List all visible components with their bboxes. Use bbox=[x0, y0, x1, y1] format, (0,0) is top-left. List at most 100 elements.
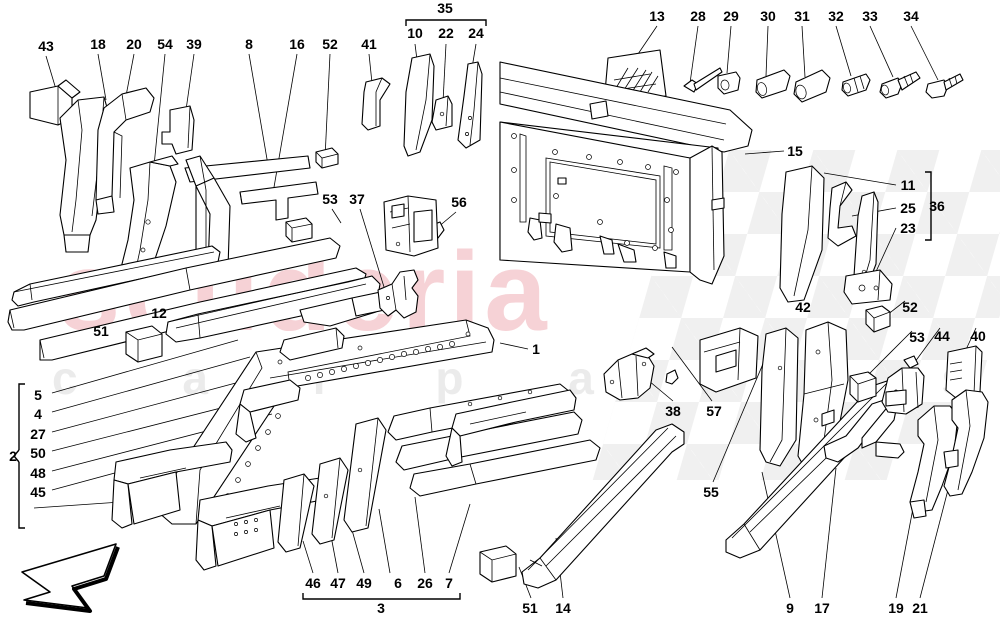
callout-51: 51 bbox=[93, 323, 109, 339]
part-38-bracket bbox=[603, 347, 655, 401]
part-47-brace bbox=[311, 457, 349, 545]
part-14-beam bbox=[521, 423, 685, 589]
part-41 bbox=[361, 77, 391, 131]
callout-53: 53 bbox=[322, 191, 338, 207]
leader-lines-group3 bbox=[302, 496, 471, 574]
part-44-bracket bbox=[881, 355, 925, 415]
group-bracket-3 bbox=[302, 593, 461, 600]
callout-34: 34 bbox=[903, 8, 919, 24]
part-duct bbox=[699, 327, 759, 393]
part-52-top bbox=[315, 147, 339, 169]
part-20 bbox=[95, 87, 155, 215]
part-46-brace bbox=[277, 473, 315, 553]
callout-18: 18 bbox=[90, 36, 106, 52]
part-31-bolt bbox=[793, 69, 831, 103]
part-22 bbox=[431, 95, 453, 131]
part-30-bolt bbox=[755, 69, 791, 99]
part-25-bracket bbox=[827, 181, 857, 247]
callout-6: 6 bbox=[394, 575, 402, 591]
callout-43: 43 bbox=[38, 38, 54, 54]
callout-50: 50 bbox=[30, 445, 46, 461]
callout-53: 53 bbox=[909, 329, 925, 345]
callout-14: 14 bbox=[555, 600, 571, 616]
callout-48: 48 bbox=[30, 465, 46, 481]
part-28-screw bbox=[683, 67, 723, 93]
callout-1: 1 bbox=[532, 341, 540, 357]
part-10 bbox=[403, 53, 435, 157]
leader-lines-fasteners bbox=[635, 25, 939, 84]
part-bulkhead-panel bbox=[499, 61, 753, 285]
part-32-bolt bbox=[841, 73, 871, 97]
callout-52: 52 bbox=[322, 36, 338, 52]
part-floor-pan-left bbox=[111, 441, 233, 529]
callout-37: 37 bbox=[349, 191, 365, 207]
part-angled-support-b bbox=[279, 327, 345, 361]
part-a-frame bbox=[185, 155, 231, 277]
callout-42: 42 bbox=[795, 299, 811, 315]
orientation-arrow bbox=[21, 543, 120, 613]
callout-38: 38 bbox=[665, 403, 681, 419]
part-51-right bbox=[479, 545, 517, 583]
callout-45: 45 bbox=[30, 484, 46, 500]
callout-39: 39 bbox=[186, 36, 202, 52]
part-8 bbox=[184, 155, 311, 183]
part-39 bbox=[161, 105, 195, 155]
callout-16: 16 bbox=[289, 36, 305, 52]
callout-33: 33 bbox=[862, 8, 878, 24]
part-24 bbox=[457, 61, 483, 149]
callout-21: 21 bbox=[912, 600, 928, 616]
part-55-pillar bbox=[759, 327, 799, 467]
callout-25: 25 bbox=[900, 200, 916, 216]
callout-8: 8 bbox=[245, 36, 253, 52]
part-33-bolt bbox=[879, 71, 921, 99]
callout-54: 54 bbox=[157, 36, 173, 52]
part-52-right bbox=[865, 305, 891, 333]
part-53-right bbox=[849, 371, 877, 403]
part-57-clip bbox=[665, 369, 679, 385]
group-bracket-35 bbox=[405, 19, 487, 26]
callout-28: 28 bbox=[690, 8, 706, 24]
part-11-pillar bbox=[779, 165, 825, 303]
part-34-bolt bbox=[925, 73, 964, 99]
callout-44: 44 bbox=[934, 328, 950, 344]
callout-57: 57 bbox=[706, 403, 722, 419]
callout-23: 23 bbox=[900, 220, 916, 236]
callout-22: 22 bbox=[438, 25, 454, 41]
part-53-frame bbox=[383, 195, 439, 257]
part-29-nut bbox=[717, 71, 741, 95]
part-49-brace bbox=[343, 417, 387, 533]
group-bracket-2 bbox=[13, 383, 25, 529]
callout-19: 19 bbox=[888, 600, 904, 616]
callout-9: 9 bbox=[786, 600, 794, 616]
part-37-bracket bbox=[377, 269, 419, 319]
callout-13: 13 bbox=[649, 8, 665, 24]
callout-7: 7 bbox=[445, 575, 453, 591]
callout-26: 26 bbox=[417, 575, 433, 591]
callout-36: 36 bbox=[929, 198, 945, 214]
part-16 bbox=[239, 181, 319, 221]
callout-20: 20 bbox=[126, 36, 142, 52]
callout-5: 5 bbox=[34, 387, 42, 403]
part-plate-right-low bbox=[445, 389, 577, 467]
part-54 bbox=[119, 155, 179, 285]
group-bracket-36 bbox=[925, 171, 934, 241]
callout-17: 17 bbox=[814, 600, 830, 616]
callout-31: 31 bbox=[794, 8, 810, 24]
callout-10: 10 bbox=[407, 25, 423, 41]
part-21-hook bbox=[943, 389, 989, 497]
callout-40: 40 bbox=[970, 328, 986, 344]
callout-47: 47 bbox=[330, 575, 346, 591]
part-53-center bbox=[285, 217, 313, 243]
callout-51: 51 bbox=[522, 600, 538, 616]
callout-52: 52 bbox=[902, 299, 918, 315]
part-19-hook bbox=[909, 405, 959, 519]
part-angled-support-a bbox=[235, 379, 301, 443]
part-40-plate bbox=[945, 345, 983, 399]
callout-32: 32 bbox=[828, 8, 844, 24]
callout-24: 24 bbox=[468, 25, 484, 41]
callout-4: 4 bbox=[34, 406, 42, 422]
callout-49: 49 bbox=[356, 575, 372, 591]
callout-30: 30 bbox=[760, 8, 776, 24]
